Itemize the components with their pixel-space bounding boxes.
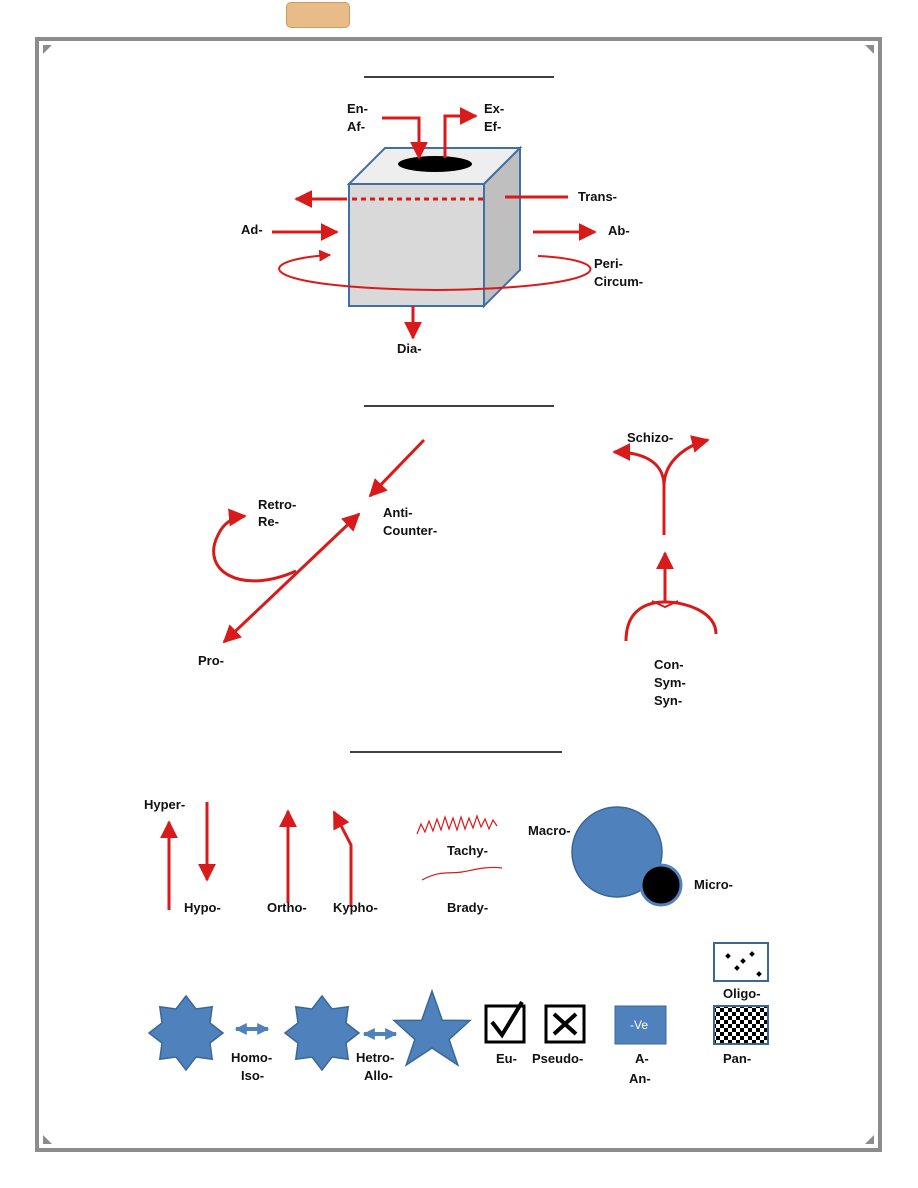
label-eu: Eu- — [496, 1051, 517, 1066]
kypho-arrow — [332, 810, 353, 907]
schizo-arrow-right — [662, 435, 710, 487]
micro-circle — [639, 863, 683, 907]
en-arrow — [382, 116, 428, 160]
label-kypho: Kypho- — [333, 900, 378, 915]
label-oligo: Oligo- — [723, 986, 761, 1001]
oligo-sparse-box — [713, 942, 769, 982]
label-con: Con- — [654, 657, 684, 672]
label-ortho: Ortho- — [267, 900, 307, 915]
macro-circle — [571, 806, 663, 898]
corner-mark-top-left — [43, 45, 52, 54]
label-sym: Sym- — [654, 675, 686, 690]
page-frame — [35, 37, 882, 1152]
direction-diagram: Retro- Re- Anti- Counter- Pro- Schizo- C… — [198, 430, 718, 708]
similarity-diagram: -Ve Homo- Iso- Hetro- Allo- Eu- Pseudo- … — [147, 942, 769, 1086]
star-shape — [392, 988, 472, 1067]
corner-mark-top-right — [865, 45, 874, 54]
label-pseudo: Pseudo- — [532, 1051, 583, 1066]
retro-arrow — [212, 508, 297, 583]
quantity-diagram: Hyper- Hypo- Ortho- Kypho- Tachy- Brady-… — [144, 797, 733, 915]
label-ef: Ef- — [484, 119, 501, 134]
label-hetro: Hetro- — [356, 1050, 394, 1065]
corner-mark-bottom-left — [43, 1135, 52, 1144]
label-counter: Counter- — [383, 523, 437, 538]
label-hyper: Hyper- — [144, 797, 185, 812]
box-diagram: En- Af- Ex- Ef- Trans- Ad- Ab- Peri- Cir… — [241, 101, 643, 356]
corner-mark-bottom-right — [865, 1135, 874, 1144]
label-ex: Ex- — [484, 101, 504, 116]
box-front-face — [348, 183, 485, 307]
label-af: Af- — [347, 119, 365, 134]
label-dia: Dia- — [397, 341, 422, 356]
label-a: A- — [635, 1051, 649, 1066]
label-ve: -Ve — [630, 1018, 648, 1032]
con-arc-join — [651, 600, 679, 609]
label-peri: Peri- — [594, 256, 623, 271]
label-iso: Iso- — [241, 1068, 264, 1083]
label-circum: Circum- — [594, 274, 643, 289]
label-an: An- — [629, 1071, 651, 1086]
tachy-wave — [416, 814, 498, 835]
label-tachy: Tachy- — [447, 843, 488, 858]
peri-circle-arrow — [278, 249, 592, 292]
box-top-hole — [398, 156, 472, 172]
brady-wave — [421, 866, 503, 881]
label-macro: Macro- — [528, 823, 571, 838]
negative-box — [614, 1005, 667, 1045]
label-ab: Ab- — [608, 223, 630, 238]
checkbox-checked-icon — [484, 1000, 526, 1044]
label-en: En- — [347, 101, 368, 116]
label-trans: Trans- — [578, 189, 617, 204]
label-brady: Brady- — [447, 900, 488, 915]
label-schizo: Schizo- — [627, 430, 673, 445]
label-ad: Ad- — [241, 222, 263, 237]
ex-arrow — [443, 107, 478, 158]
octagram-shape-1 — [147, 994, 225, 1072]
label-allo: Allo- — [364, 1068, 393, 1083]
label-retro: Retro- — [258, 497, 296, 512]
anti-arrow — [368, 438, 426, 498]
octagram-shape-2 — [283, 994, 361, 1072]
label-homo: Homo- — [231, 1050, 272, 1065]
pro-arrow — [222, 512, 361, 644]
schizo-arrow-left — [612, 443, 666, 535]
pan-full-box — [713, 1005, 769, 1045]
con-arc — [624, 600, 718, 642]
label-anti: Anti- — [383, 505, 413, 520]
label-hypo: Hypo- — [184, 900, 221, 915]
page-tab-handle[interactable] — [286, 2, 350, 28]
label-re: Re- — [258, 514, 279, 529]
label-pan: Pan- — [723, 1051, 751, 1066]
label-pro: Pro- — [198, 653, 224, 668]
label-micro: Micro- — [694, 877, 733, 892]
checkbox-crossed-icon — [544, 1004, 586, 1044]
label-syn: Syn- — [654, 693, 682, 708]
